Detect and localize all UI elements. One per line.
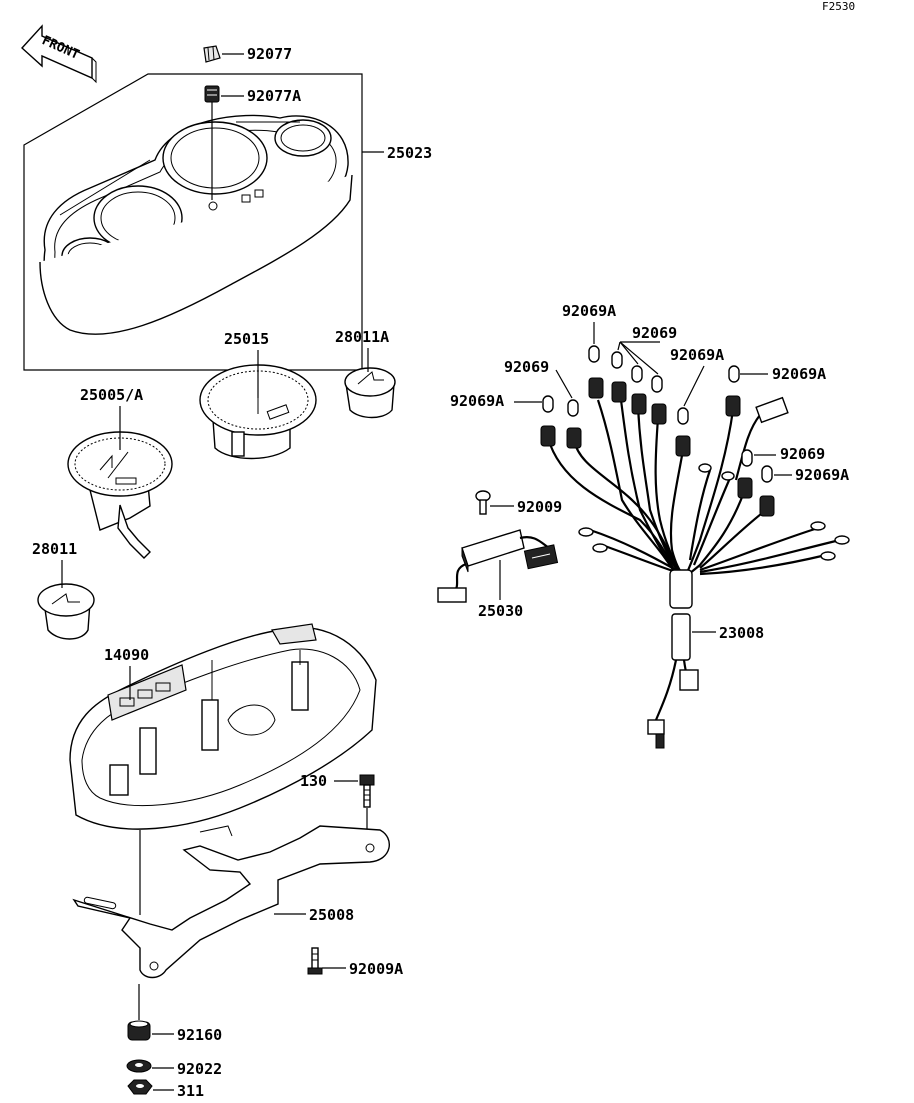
label-92160: 92160	[177, 1026, 222, 1044]
label-92077A: 92077A	[247, 87, 301, 105]
part-25015-speedometer	[199, 364, 317, 460]
label-28011A: 28011A	[335, 328, 389, 346]
label-92009: 92009	[517, 498, 562, 516]
part-92077A-grommet	[204, 85, 220, 103]
part-25023-meter-cover	[39, 114, 353, 335]
label-25005A: 25005/A	[80, 386, 143, 404]
bulbs	[542, 345, 773, 483]
label-23008: 23008	[719, 624, 764, 642]
label-311: 311	[177, 1082, 204, 1100]
label-92069A-right: 92069A	[772, 365, 826, 383]
label-92069-left: 92069	[504, 358, 549, 376]
label-28011: 28011	[32, 540, 77, 558]
part-23008-wire-harness	[546, 391, 850, 749]
label-25015: 25015	[224, 330, 269, 348]
label-25030: 25030	[478, 602, 523, 620]
part-92077-knob	[203, 45, 221, 63]
part-311-nut	[127, 1079, 153, 1095]
label-92069-right: 92069	[780, 445, 825, 463]
label-92069A-right2: 92069A	[795, 466, 849, 484]
bulb-sockets	[540, 377, 775, 517]
part-14090-case	[69, 623, 377, 830]
part-92022-washer	[126, 1059, 152, 1073]
label-92069A-mid: 92069A	[670, 346, 724, 364]
part-92009A-screw	[307, 947, 323, 975]
label-92069-top: 92069	[632, 324, 677, 342]
label-92009A: 92009A	[349, 960, 403, 978]
label-92069A-top: 92069A	[562, 302, 616, 320]
label-92077: 92077	[247, 45, 292, 63]
part-130-bolt	[359, 774, 375, 808]
part-28011-meter	[37, 583, 95, 640]
part-25008-bracket	[72, 825, 390, 979]
label-25008: 25008	[309, 906, 354, 924]
label-14090: 14090	[104, 646, 149, 664]
label-25023: 25023	[387, 144, 432, 162]
front-arrow-icon: FRONT	[21, 24, 97, 84]
label-92022: 92022	[177, 1060, 222, 1078]
label-92069A-left: 92069A	[450, 392, 504, 410]
diagram-code: F2530	[822, 0, 855, 13]
label-130: 130	[300, 772, 327, 790]
part-25030-module	[437, 529, 559, 603]
part-28011A-meter	[344, 367, 396, 419]
part-92160-grommet	[127, 1020, 151, 1041]
part-92009-screw	[475, 490, 491, 515]
part-25005A-tachometer	[67, 431, 173, 559]
